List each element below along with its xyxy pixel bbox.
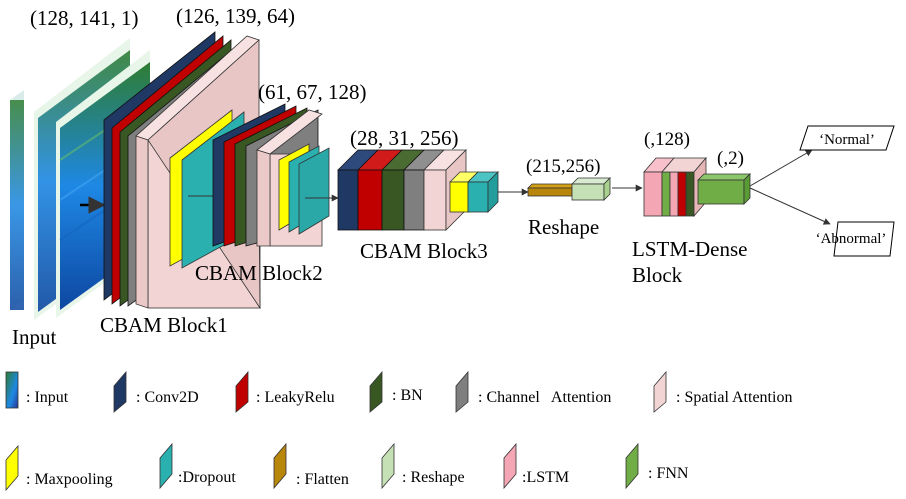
legend-bn: : BN [369, 370, 423, 413]
cbam-block-2 [212, 103, 339, 247]
legend-dropout: :Dropout [159, 442, 236, 490]
legend-flatten: : Flatten [273, 442, 349, 490]
legend-lstm-label: :LSTM [522, 469, 569, 486]
flatten-layer [527, 183, 577, 197]
reshape-shape-label: (215,256) [526, 156, 600, 177]
input-label: Input [12, 325, 56, 349]
legend-input: : Input [5, 371, 69, 409]
block3-bn-layer [381, 149, 425, 231]
input-shape-label: (128, 141, 1) [30, 6, 139, 30]
legend-spatial-attention: : Spatial Attention [653, 370, 792, 413]
output-abnormal: ‘Abnormal’ [816, 221, 895, 257]
fnn-output-layer [697, 173, 751, 205]
legend-spatial-attention-label: : Spatial Attention [676, 389, 792, 406]
lstm-dense-label-line1: LSTM-Dense [632, 237, 747, 261]
flatten-reshape [527, 177, 643, 201]
legend-maxpooling: : Maxpooling [5, 444, 113, 492]
reshape-label: Reshape [528, 215, 599, 239]
legend-reshape-label: : Reshape [402, 469, 465, 486]
legend-bn-label: : BN [392, 387, 423, 404]
block2-shape-label: (61, 67, 128) [258, 80, 367, 104]
legend-input-label: : Input [26, 389, 69, 406]
block2-maxpool-dropout [278, 143, 330, 235]
output-normal: ‘Normal’ [799, 125, 895, 151]
legend-dropout-label: :Dropout [178, 469, 236, 486]
output-abnormal-label: ‘Abnormal’ [816, 231, 887, 247]
legend-maxpooling-label: : Maxpooling [26, 471, 113, 488]
block3-leakyrelu-layer [357, 149, 403, 231]
legend-leakyrelu-label: : LeakyRelu [256, 389, 335, 406]
reshape-layer [571, 177, 611, 201]
legend: : Input : Conv2D : LeakyRelu : BN : Chan… [5, 370, 792, 492]
lstm-shape-label: (,128) [644, 129, 690, 150]
legend-fnn: : FNN [625, 442, 689, 490]
legend-flatten-label: : Flatten [296, 471, 349, 488]
block1-label: CBAM Block1 [100, 313, 228, 337]
dense-shape-label: (,2) [717, 148, 744, 169]
to-abnormal-arrow [749, 187, 831, 225]
output-normal-label: ‘Normal’ [819, 132, 875, 148]
block3-maxpool-dropout [449, 171, 499, 213]
legend-channel-attention-label: : Channel Attention [478, 389, 611, 406]
block3-shape-label: (28, 31, 256) [350, 126, 459, 150]
legend-reshape: : Reshape [381, 442, 465, 490]
legend-conv2d-label: : Conv2D [136, 389, 199, 406]
block3-label: CBAM Block3 [360, 239, 488, 263]
legend-lstm: :LSTM [503, 442, 569, 490]
legend-channel-attention: : Channel Attention [455, 370, 611, 413]
spectrogram-image-1 [10, 90, 24, 310]
block1-shape-label: (126, 139, 64) [176, 4, 295, 28]
legend-conv2d: : Conv2D [113, 370, 199, 413]
legend-fnn-label: : FNN [648, 465, 689, 482]
lstm-dense-block [643, 149, 831, 225]
cbam-block-3 [337, 149, 529, 231]
lstm-dense-label-line2: Block [632, 263, 683, 287]
to-normal-arrow [749, 149, 813, 187]
legend-leakyrelu: : LeakyRelu [235, 370, 335, 413]
block2-label: CBAM Block2 [195, 261, 323, 285]
